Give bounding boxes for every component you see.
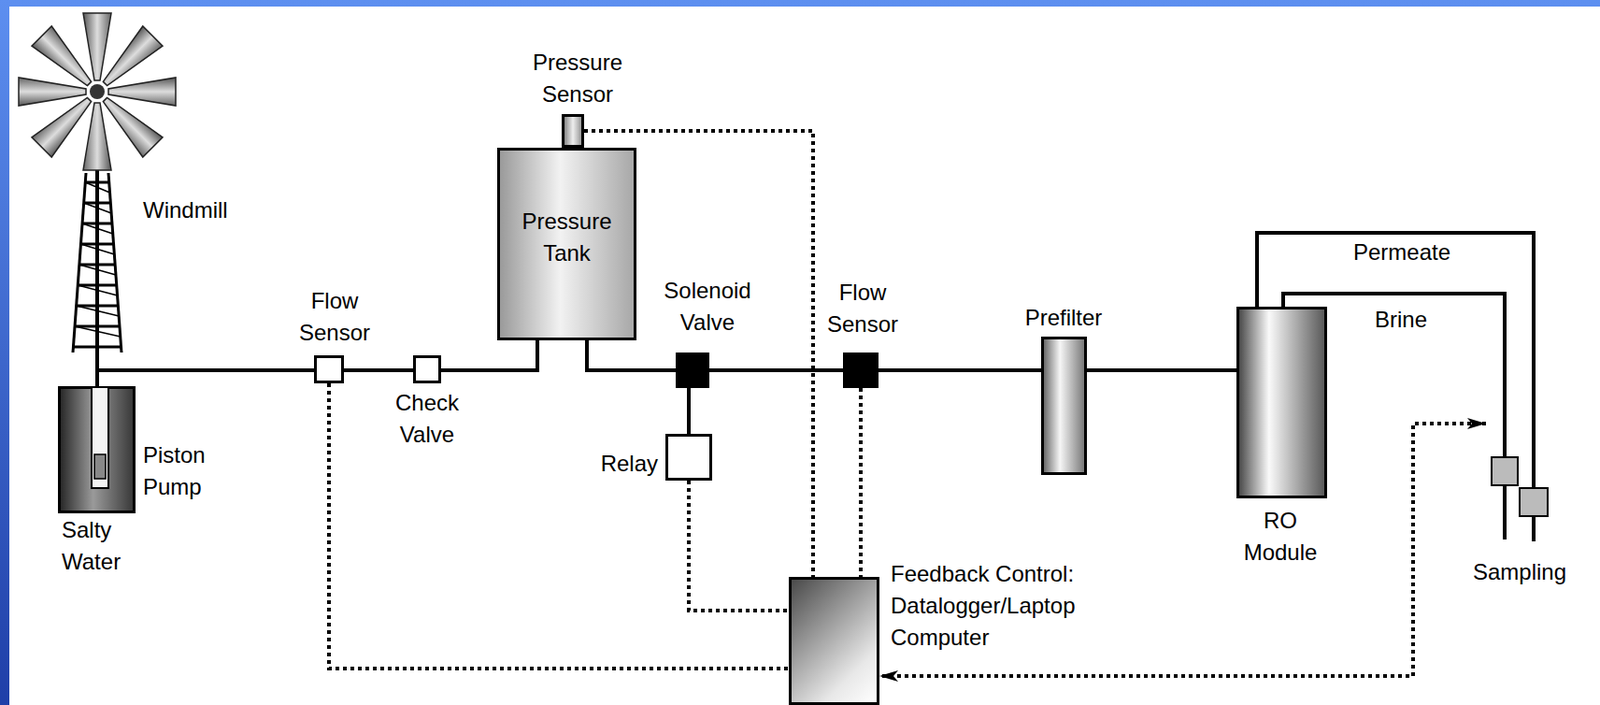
pipe-line: [686, 387, 691, 434]
node-label: Salty Water: [61, 514, 165, 578]
pipe-line: [709, 368, 843, 372]
pressure-sensor: Pressure Sensor: [561, 114, 585, 148]
node-label: Flow Sensor: [811, 276, 915, 341]
ro-module: RO Module: [1236, 306, 1328, 499]
node-label: Pressure Sensor: [512, 46, 643, 111]
signal-line: [858, 387, 863, 577]
well-tank: Piston PumpSalty Water: [57, 385, 136, 514]
signal-line: [328, 383, 789, 669]
node-label: Flow Sensor: [283, 285, 386, 349]
pipe-line: [878, 368, 1042, 372]
node-label: Check Valve: [375, 386, 479, 451]
relay-box: Relay: [665, 433, 713, 481]
pipe-line: [1086, 368, 1237, 372]
node-label: Prefilter: [998, 301, 1129, 334]
signal-line: [688, 480, 789, 611]
pipe-line: [441, 340, 538, 371]
flow-sensor: Flow Sensor: [842, 352, 879, 388]
node-label: Piston Pump: [142, 439, 246, 503]
controller-box: Feedback Control: Datalogger/Laptop Comp…: [788, 576, 880, 705]
node-label: RO Module: [1224, 504, 1337, 569]
part-label: Windmill: [142, 194, 229, 227]
node-label: Solenoid Valve: [642, 274, 773, 339]
node-label: Feedback Control: Datalogger/Laptop Comp…: [890, 557, 1129, 654]
sampling-point: Sampling: [1485, 415, 1557, 524]
signal-line: [879, 423, 1486, 676]
node-label: Sampling: [1449, 556, 1590, 588]
windmill-tower: [72, 168, 122, 386]
line-label: Brine: [1374, 306, 1428, 333]
line-label: Permeate: [1353, 239, 1451, 266]
node-label: Pressure Tank: [504, 205, 629, 270]
solenoid-valve: Solenoid Valve: [675, 352, 710, 388]
pipe-line: [586, 340, 676, 371]
node-label: Relay: [560, 447, 658, 480]
pipe-line: [97, 370, 315, 386]
prefilter-cylinder: Prefilter: [1041, 336, 1087, 475]
pipe-line: [343, 368, 414, 372]
pump-tube: [60, 388, 139, 516]
sampling-valves: [1485, 415, 1557, 524]
flow-sensor: Flow Sensor: [314, 355, 344, 384]
pressure-tank: Pressure Tank: [497, 147, 637, 341]
windmill-rotor: [18, 13, 176, 171]
check-valve: Check Valve: [413, 355, 442, 384]
